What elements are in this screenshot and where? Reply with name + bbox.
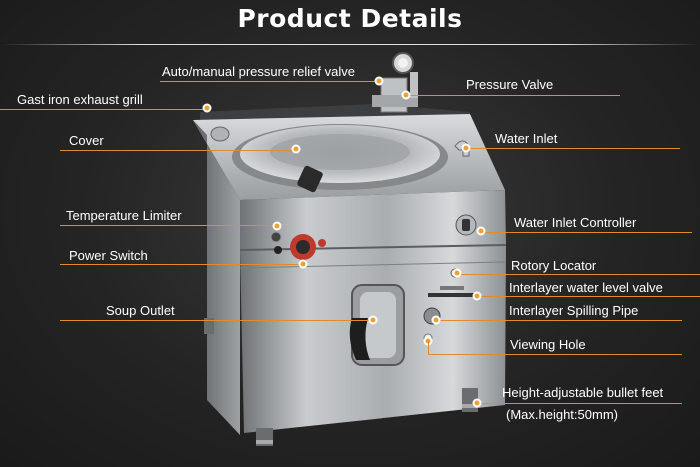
leader-exhaust-grill: [0, 109, 207, 110]
leader-bullet-feet: [477, 403, 682, 404]
marker-water-inlet: [461, 143, 471, 153]
label-interlayer-level-valve: Interlayer water level valve: [509, 280, 663, 295]
marker-cover: [291, 144, 301, 154]
label-temperature-limiter: Temperature Limiter: [66, 208, 182, 223]
label-auto-manual-valve: Auto/manual pressure relief valve: [162, 64, 355, 79]
marker-bullet-feet: [472, 398, 482, 408]
marker-auto-manual-valve: [374, 76, 384, 86]
marker-pressure-valve: [401, 90, 411, 100]
leader-soup-outlet: [60, 320, 373, 321]
title-divider: [0, 44, 700, 45]
label-max-height: (Max.height:50mm): [506, 407, 618, 422]
label-water-inlet-controller: Water Inlet Controller: [514, 215, 637, 230]
page-title: Product Details: [237, 4, 463, 33]
label-cover: Cover: [69, 133, 104, 148]
label-exhaust-grill: Gast iron exhaust grill: [17, 92, 143, 107]
marker-rotory-locator: [452, 268, 462, 278]
marker-interlayer-level-valve: [472, 291, 482, 301]
label-interlayer-spilling-pipe: Interlayer Spilling Pipe: [509, 303, 639, 318]
leader-interlayer-spilling-pipe: [436, 320, 682, 321]
leader-pressure-valve: [405, 95, 620, 96]
label-soup-outlet: Soup Outlet: [106, 303, 175, 318]
leader-rotory-locator: [458, 274, 700, 275]
leader-water-inlet: [465, 148, 680, 149]
leader-power-switch: [60, 264, 303, 265]
marker-power-switch: [298, 259, 308, 269]
marker-exhaust-grill: [202, 103, 212, 113]
leader-water-inlet-controller: [481, 232, 692, 233]
label-rotory-locator: Rotory Locator: [511, 258, 597, 273]
marker-water-inlet-controller: [476, 226, 486, 236]
label-pressure-valve: Pressure Valve: [466, 77, 554, 92]
label-viewing-hole: Viewing Hole: [510, 337, 586, 352]
label-water-inlet: Water Inlet: [495, 131, 558, 146]
label-power-switch: Power Switch: [69, 248, 148, 263]
leader-temperature-limiter: [60, 225, 277, 226]
leader-viewing-hole: [428, 354, 682, 355]
leader-viewing-hole-drop: [428, 341, 429, 354]
leader-cover: [60, 150, 296, 151]
leader-interlayer-level-valve: [477, 296, 700, 297]
marker-interlayer-spilling-pipe: [431, 315, 441, 325]
leader-auto-manual-valve: [160, 81, 380, 82]
marker-temperature-limiter: [272, 221, 282, 231]
marker-soup-outlet: [368, 315, 378, 325]
label-bullet-feet: Height-adjustable bullet feet: [502, 385, 664, 400]
